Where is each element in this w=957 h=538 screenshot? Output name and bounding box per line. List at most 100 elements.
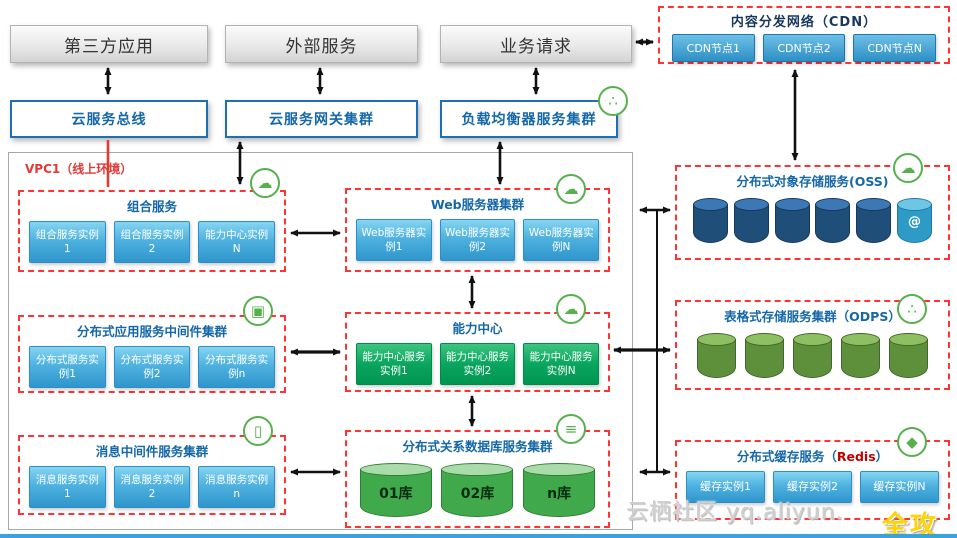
gem-icon: ◆ — [897, 427, 927, 457]
database-cylinder: 01库 — [359, 463, 432, 517]
instance-box: 分布式服务实例1 — [29, 346, 106, 388]
oss-service-cylinder: @ — [896, 198, 932, 243]
cylinder-body — [733, 204, 769, 243]
cloud-service-bus-box: 云服务总线 — [10, 100, 208, 138]
instance-box: 缓存实例1 — [686, 471, 765, 503]
icon-glyph: ∴ — [907, 300, 917, 318]
external-services-box: 外部服务 — [225, 25, 418, 63]
icon-glyph: ▣ — [250, 302, 266, 320]
instance-label: 消息服务实例n — [205, 473, 269, 500]
cloud-icon: ☁ — [250, 168, 280, 198]
oss-storage-cylinder — [733, 198, 769, 243]
cylinder-top — [841, 333, 880, 346]
composite-services-group: 组合服务 组合服务实例1 组合服务实例2 能力中心实例N — [18, 190, 286, 272]
instance-label: 消息服务实例2 — [120, 473, 184, 500]
oss-storage-cylinder — [693, 198, 728, 243]
database-cylinder-row: 01库 02库 n库 — [347, 455, 608, 523]
instance-label: 能力中心服务实例1 — [362, 350, 426, 377]
web-instance-row: Web服务器实例1 Web服务器实例2 Web服务器实例N — [347, 213, 608, 268]
instance-box: 消息服务实例1 — [29, 466, 106, 508]
middleware-cluster-group: 分布式应用服务中间件集群 分布式服务实例1 分布式服务实例2 分布式服务实例n — [18, 315, 286, 393]
cylinder-top — [733, 198, 769, 211]
load-balancer-label: 负载均衡器服务集群 — [461, 112, 597, 128]
redis-instance-row: 缓存实例1 缓存实例2 缓存实例N — [677, 465, 948, 510]
cylinder-top — [889, 333, 928, 346]
cylinder-body — [856, 204, 892, 243]
cdn-group: 内容分发网络（CDN） CDN节点1 CDN节点2 CDN节点N — [658, 6, 950, 64]
middleware-instance-row: 分布式服务实例1 分布式服务实例2 分布式服务实例n — [20, 340, 284, 395]
instance-label: 缓存实例N — [873, 479, 926, 493]
redis-title: 分布式缓存服务（Redis） — [677, 442, 948, 465]
cylinder-body — [359, 469, 432, 517]
business-requests-box: 业务请求 — [440, 25, 632, 63]
cylinder-top — [774, 198, 810, 211]
icon-glyph: ☁ — [257, 174, 273, 192]
mobile-icon: ▯ — [243, 416, 273, 446]
instance-label: 能力中心服务实例2 — [446, 350, 509, 377]
instance-label: 能力中心实例N — [205, 228, 269, 255]
database-cluster-group: 分布式关系数据库服务集群 01库 02库 n库 — [345, 430, 610, 528]
odps-storage-cylinder — [697, 333, 736, 378]
instance-label: 组合服务实例2 — [120, 228, 184, 255]
instance-label: 能力中心服务实例N — [529, 350, 593, 377]
database-cluster-title: 分布式关系数据库服务集群 — [402, 439, 553, 454]
cylinder-top — [896, 198, 932, 211]
redis-title-close: ） — [875, 449, 889, 464]
instance-box: 缓存实例N — [860, 471, 939, 503]
cylinder-top — [359, 463, 432, 476]
message-instance-row: 消息服务实例1 消息服务实例2 消息服务实例n — [20, 460, 284, 515]
cloud-database-icon: ≡ — [556, 414, 586, 444]
capability-center-title: 能力中心 — [452, 321, 503, 336]
instance-box: Web服务器实例2 — [439, 219, 516, 261]
database-label: n库 — [547, 486, 572, 503]
instance-box: 消息服务实例2 — [113, 466, 191, 508]
odps-storage-cylinder — [793, 333, 832, 378]
instance-label: 分布式服务实例n — [205, 353, 269, 380]
oss-cylinder-row: @ — [677, 190, 948, 250]
oss-storage-cylinder — [774, 198, 810, 243]
composite-instance-row: 组合服务实例1 组合服务实例2 能力中心实例N — [20, 215, 284, 270]
cdn-node-label: CDN节点N — [867, 42, 922, 55]
icon-glyph: ☁ — [563, 300, 579, 318]
cylinder-top — [441, 463, 514, 476]
gateway-cluster-label: 云服务网关集群 — [269, 112, 374, 128]
instance-label: 分布式服务实例2 — [120, 353, 184, 380]
icon-glyph: ▯ — [253, 422, 263, 440]
capability-center-group: 能力中心 能力中心服务实例1 能力中心服务实例2 能力中心服务实例N — [345, 312, 610, 392]
icon-glyph: ☁ — [900, 159, 916, 177]
cylinder-top — [523, 463, 596, 476]
instance-box: 组合服务实例1 — [29, 221, 106, 263]
instance-label: 消息服务实例1 — [35, 473, 99, 500]
web-cluster-group: Web服务器集群 Web服务器实例1 Web服务器实例2 Web服务器实例N — [345, 188, 610, 272]
oss-title: 分布式对象存储服务(OSS) — [736, 174, 889, 189]
cloud-icon: ☁ — [556, 294, 586, 324]
database-label: 02库 — [460, 486, 495, 503]
package-icon: ▣ — [243, 296, 273, 326]
cdn-node: CDN节点2 — [762, 34, 846, 62]
cloud-icon: ☁ — [556, 174, 586, 204]
business-requests-label: 业务请求 — [500, 36, 572, 57]
instance-box: 消息服务实例n — [198, 466, 276, 508]
external-services-label: 外部服务 — [285, 36, 358, 57]
instance-label: 缓存实例2 — [787, 479, 838, 493]
database-cylinder: n库 — [523, 463, 596, 517]
cylinder-body — [841, 339, 880, 378]
icon-glyph: ≡ — [564, 420, 578, 438]
watermark-site-text: 云栖社区 yq.aliyun. — [626, 500, 844, 525]
odps-storage-cylinder — [889, 333, 928, 378]
cylinder-top — [697, 333, 736, 346]
redis-title-accent: Redis — [836, 449, 876, 464]
instance-box: 分布式服务实例2 — [113, 346, 191, 388]
instance-box: 组合服务实例2 — [113, 221, 191, 263]
cdn-node-label: CDN节点2 — [777, 42, 831, 55]
network-share-icon: ∴ — [598, 86, 628, 116]
instance-label: Web服务器实例2 — [445, 226, 510, 253]
instance-box: 能力中心服务实例1 — [356, 343, 432, 385]
instance-box: Web服务器实例1 — [356, 219, 432, 261]
instance-box: 能力中心实例N — [198, 221, 276, 263]
cdn-node: CDN节点N — [853, 34, 937, 62]
cylinder-body — [441, 469, 514, 517]
instance-box: 能力中心服务实例N — [523, 343, 600, 385]
icon-glyph: ∴ — [608, 92, 618, 110]
